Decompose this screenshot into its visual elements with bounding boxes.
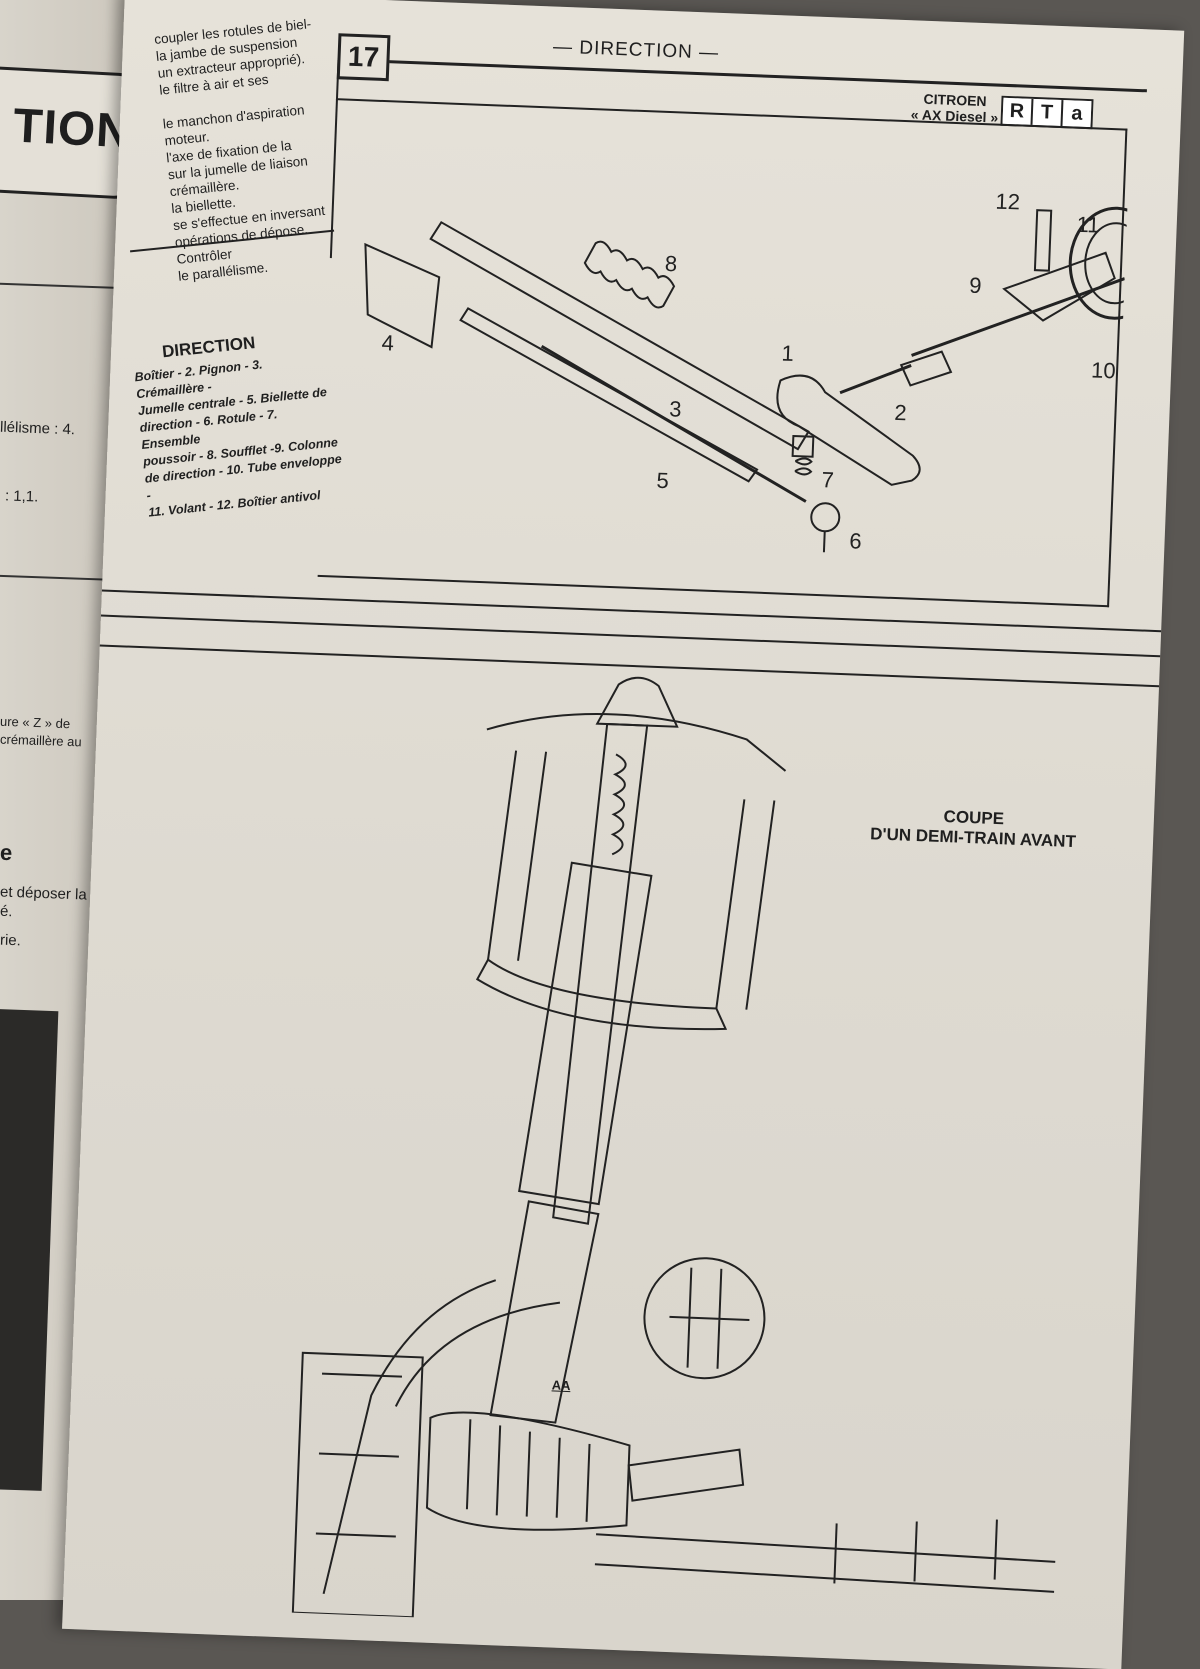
diagram-legend: DIRECTION Boîtier - 2. Pignon - 3. Créma… <box>131 325 348 521</box>
plunger-assembly <box>791 434 815 476</box>
strut-tube <box>552 723 649 1225</box>
antitheft-housing <box>1033 209 1053 272</box>
steering-column <box>911 277 1126 357</box>
bellows <box>583 240 676 309</box>
subframe <box>594 1533 1056 1593</box>
end-bracket <box>364 242 441 349</box>
left-page-text: llélisme : 4. <box>0 418 76 439</box>
callout-5: 5 <box>656 468 669 493</box>
logo-letter: T <box>1030 98 1062 127</box>
column-tube <box>1002 251 1116 322</box>
callout-10: 10 <box>1091 357 1116 383</box>
callout-3: 3 <box>669 396 682 421</box>
left-page-text: e <box>0 839 13 866</box>
callout-2: 2 <box>894 400 907 425</box>
manual-page: 17 — DIRECTION — CITROEN « AX Diesel » R… <box>62 0 1185 1669</box>
left-page-text: : 1,1. <box>4 487 39 506</box>
rack-housing <box>429 220 810 451</box>
tie-rod <box>540 344 807 503</box>
callout-6: 6 <box>849 528 862 553</box>
logo-letter: a <box>1060 100 1092 128</box>
callout-9: 9 <box>969 273 982 298</box>
pinion-shaft <box>839 364 912 395</box>
callout-4: 4 <box>381 330 394 355</box>
rack-bar <box>459 307 759 483</box>
logo-letter: R <box>1002 97 1032 125</box>
left-page-text: crémaillère au <box>0 731 82 750</box>
callout-8: 8 <box>664 251 677 276</box>
steering-exploded-view: 1 2 3 4 5 6 7 8 9 10 11 12 <box>364 189 1128 554</box>
coil-spring <box>487 750 776 1010</box>
hub-carrier <box>322 1279 497 1595</box>
left-page-text: rie. <box>0 931 22 950</box>
legend-body: Boîtier - 2. Pignon - 3. Crémaillère - J… <box>134 349 348 521</box>
cv-boot <box>425 1411 631 1531</box>
left-page-tab-title: TION <box>11 99 134 159</box>
callout-1: 1 <box>781 340 794 365</box>
detail-label: AA <box>551 1377 571 1394</box>
drive-shaft <box>627 1448 745 1502</box>
strut-lower <box>489 1200 600 1424</box>
header-rule <box>337 58 1147 93</box>
callout-12: 12 <box>995 189 1020 215</box>
callout-labels: 1 2 3 4 5 6 7 8 9 10 11 12 <box>381 189 1116 554</box>
left-page-text: et déposer la <box>0 883 88 904</box>
ball-joint <box>810 502 841 533</box>
callout-11: 11 <box>1076 212 1100 238</box>
steering-wheel <box>1068 206 1128 320</box>
left-page-text: é. <box>0 902 13 921</box>
left-page-text: ure « Z » de <box>0 713 71 732</box>
strut-cylinder <box>518 861 653 1206</box>
detail-aa <box>643 1257 766 1380</box>
pinion-housing <box>776 374 921 486</box>
left-page-photo <box>0 1009 59 1491</box>
callout-7: 7 <box>821 467 834 492</box>
front-suspension-cross-section <box>291 676 1056 1619</box>
section-header: — DIRECTION — <box>552 36 720 64</box>
